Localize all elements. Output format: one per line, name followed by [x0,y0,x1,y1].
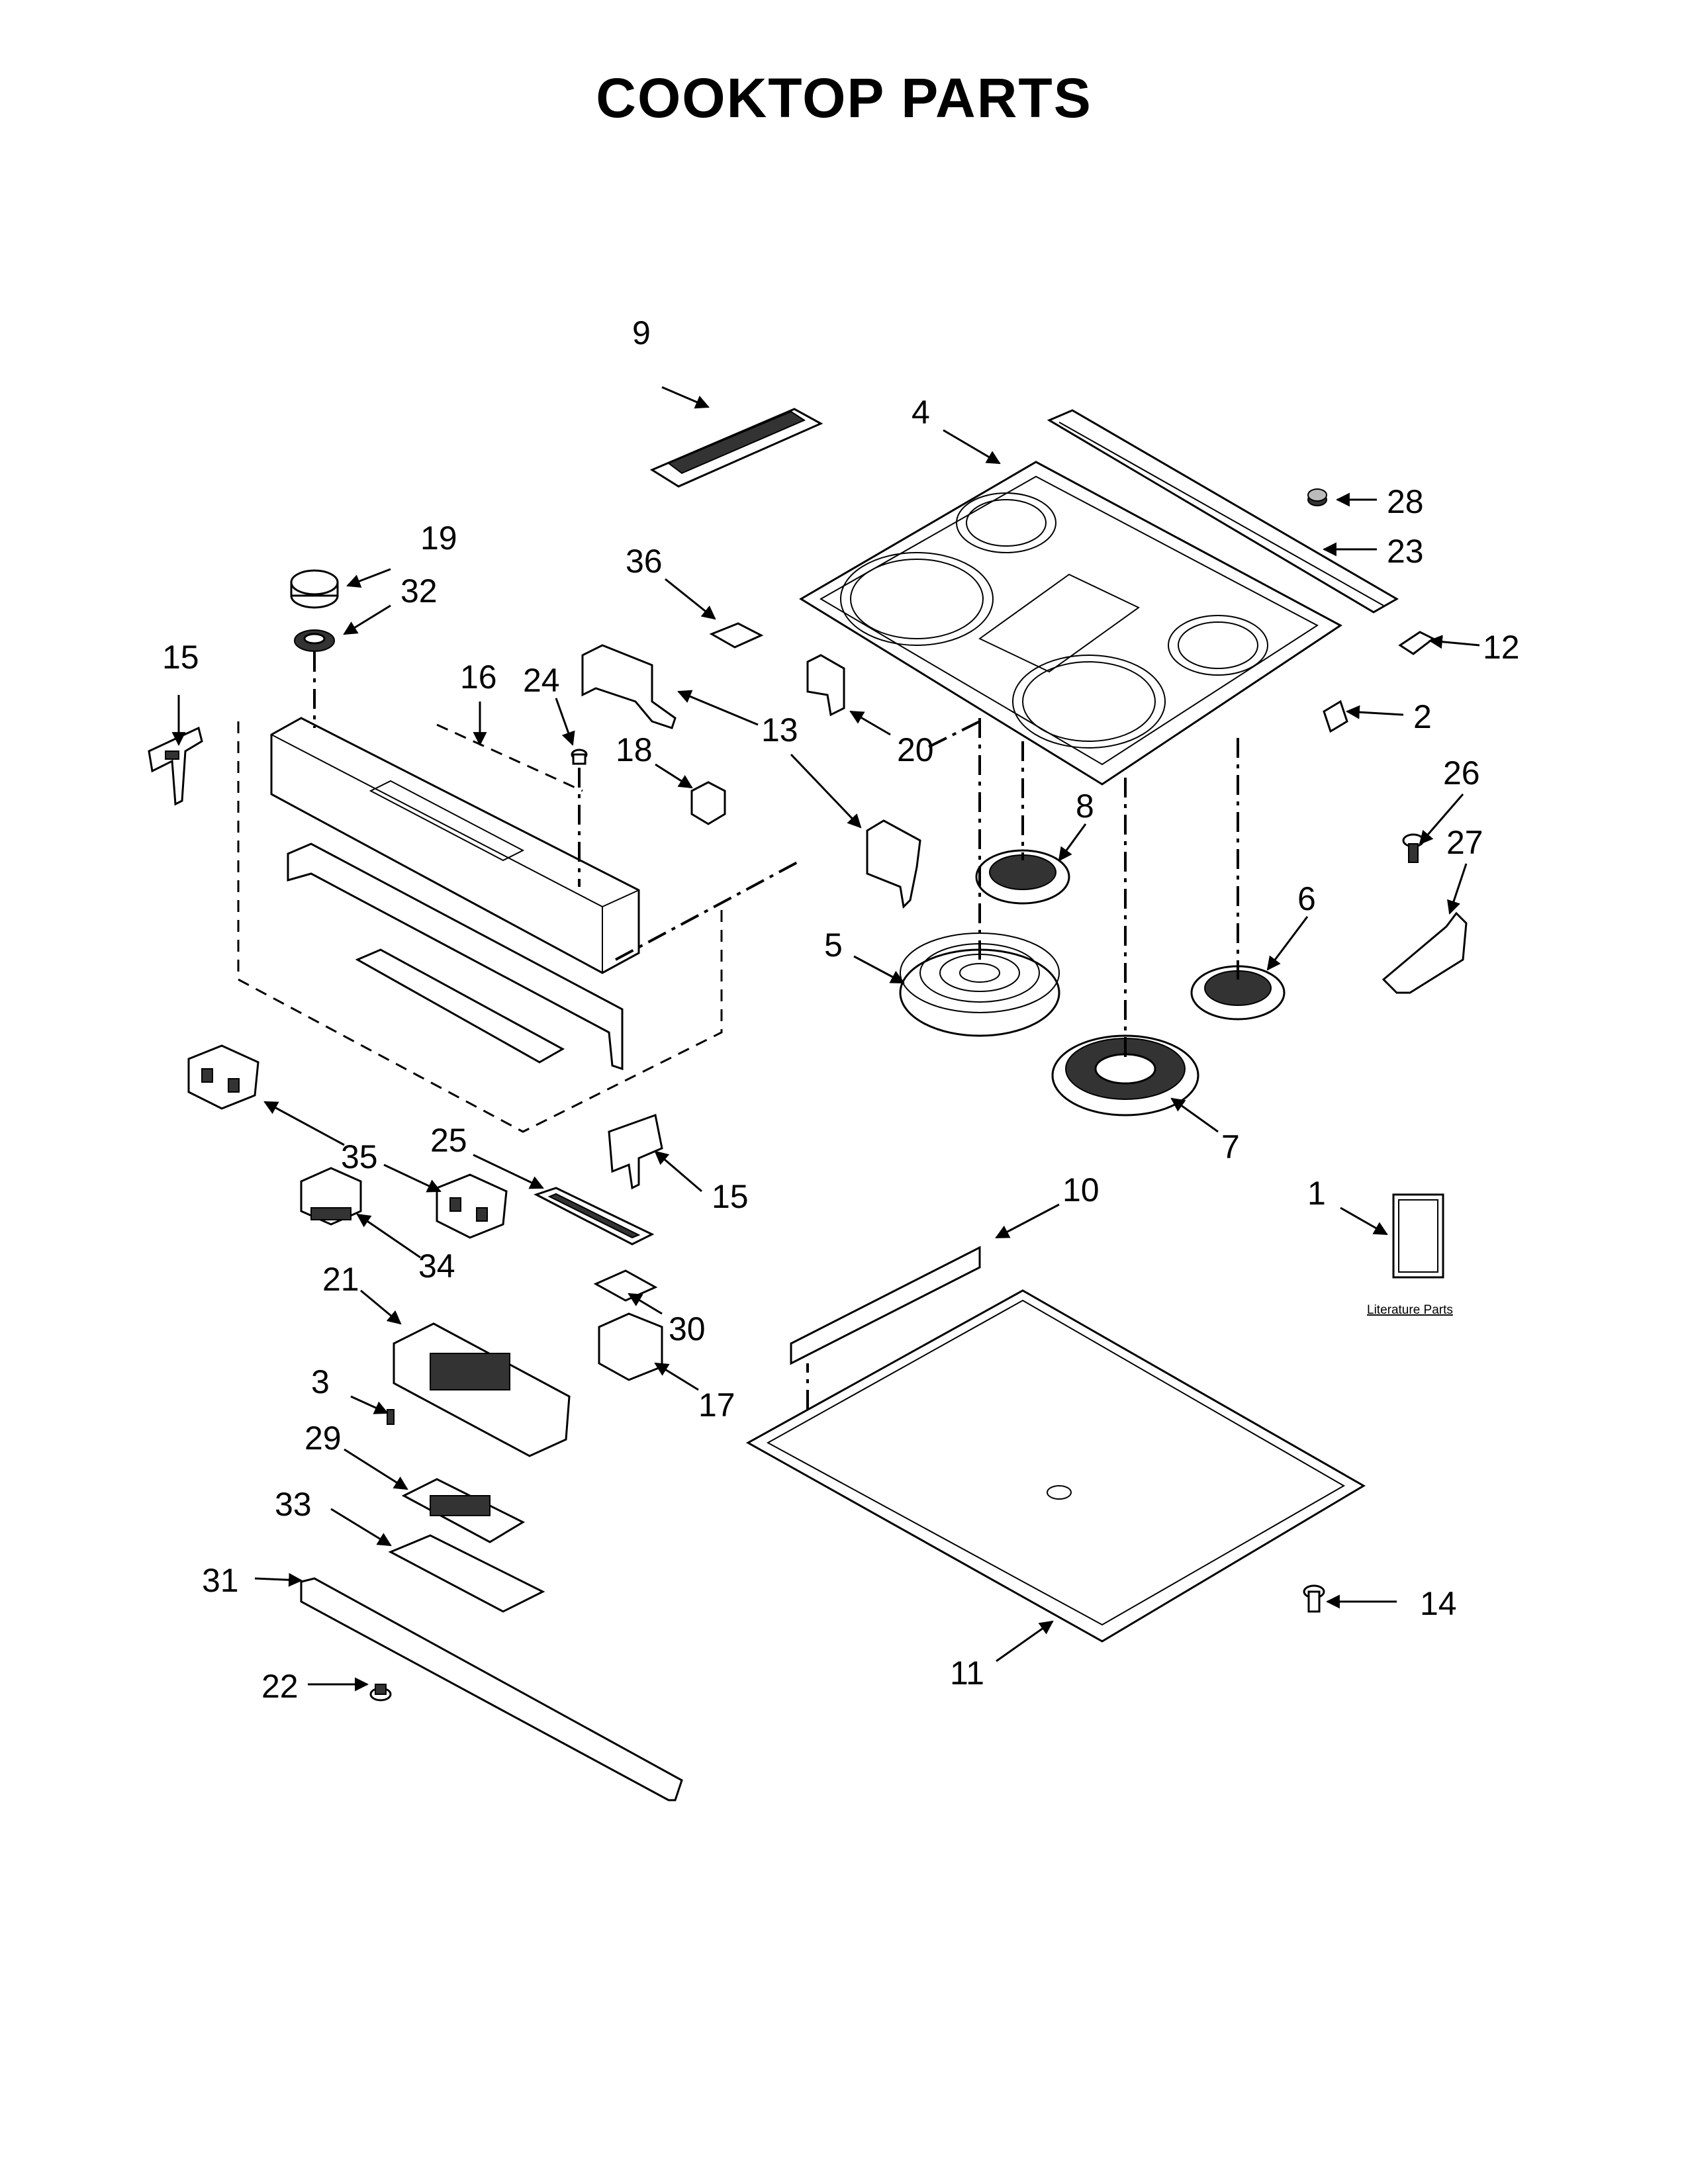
chassis-bottom-part [745,1246,1366,1643]
infinite-switch-part [598,1312,663,1381]
callout-21: 21 [322,1261,359,1298]
callout-15: 15 [162,639,199,676]
relay-part [300,1167,362,1226]
mounting-screw-part [1402,833,1425,863]
callout-5: 5 [824,927,843,964]
callout-30: 30 [669,1310,706,1347]
clip-part [1398,631,1435,655]
callout-numbers: 9 4 28 23 19 32 36 15 16 24 18 13 20 12 … [162,314,1520,1705]
callout-2: 2 [1413,698,1432,735]
callout-24: 24 [523,662,560,699]
guide-lines [237,652,1239,1410]
callout-35: 35 [341,1138,378,1175]
knob-part [290,569,339,609]
medium-element-part [1190,965,1286,1021]
callout-36: 36 [626,543,663,580]
small-bracket-part [1323,700,1348,733]
cooktop-glass-part [799,461,1342,786]
display-bracket-part [608,1114,663,1190]
screw-part [387,1409,395,1425]
callout-28: 28 [1387,483,1424,520]
callout-23: 23 [1387,533,1424,570]
callout-12: 12 [1483,629,1520,666]
control-board-part [393,1322,571,1457]
vent-grille-part [649,408,823,488]
callout-8: 8 [1076,788,1094,825]
retainer-clip-part [709,622,764,649]
callout-15-lower: 15 [712,1178,749,1215]
callout-3: 3 [311,1363,330,1400]
callout-22: 22 [261,1668,299,1705]
callout-16: 16 [460,659,497,696]
grommet-part [1307,488,1327,506]
panel-support-part [287,842,624,1071]
callout-20: 20 [897,731,934,768]
mounting-bracket-part [806,654,845,717]
callout-1: 1 [1307,1175,1326,1212]
callout-11: 11 [950,1655,984,1692]
bracket-part [581,644,921,909]
callout-19: 19 [420,520,457,557]
display-board-part [401,1478,526,1543]
terminal-block-part-2 [436,1173,508,1239]
callout-33: 33 [275,1486,312,1523]
callout-14: 14 [1420,1585,1457,1622]
control-panel-housing-part [270,717,640,974]
callout-29: 29 [305,1420,342,1457]
shield-part [388,1534,545,1613]
small-knob-part [369,1684,392,1702]
anti-tip-bracket-part [1382,911,1468,994]
callout-13: 13 [761,711,798,749]
callout-4: 4 [912,394,930,431]
callout-31: 31 [202,1562,239,1599]
terminal-block-part [187,1044,259,1110]
touch-control-board-part [355,948,565,1064]
callout-6: 6 [1297,880,1316,917]
leveling-bolt-part [1303,1584,1325,1613]
callout-9: 9 [632,314,651,351]
leader-lines [171,386,1480,1692]
page-title: COOKTOP PARTS [596,67,1092,129]
callout-7: 7 [1221,1128,1240,1165]
plug-part [571,749,588,765]
gasket-part [534,1187,655,1246]
literature-parts-label: Literature Parts [1367,1303,1453,1317]
mounting-plate-part [593,1269,658,1302]
switch-part [690,781,726,825]
literature-booklet-part: Literature Parts [1367,1193,1453,1317]
callout-25: 25 [430,1122,467,1159]
callout-34: 34 [418,1248,455,1285]
callout-17: 17 [698,1387,735,1424]
small-element-part [975,849,1070,905]
dual-element-part [1051,1034,1199,1116]
rear-trim-part [1047,409,1399,614]
side-bracket-part [148,726,203,806]
callout-26: 26 [1443,754,1480,792]
callout-32: 32 [400,572,438,610]
callout-18: 18 [616,731,653,768]
large-element-part [899,933,1060,1037]
callout-10: 10 [1062,1171,1100,1208]
front-trim-part [300,1577,683,1801]
callout-27: 27 [1446,824,1483,861]
knob-ring-part [294,629,335,652]
